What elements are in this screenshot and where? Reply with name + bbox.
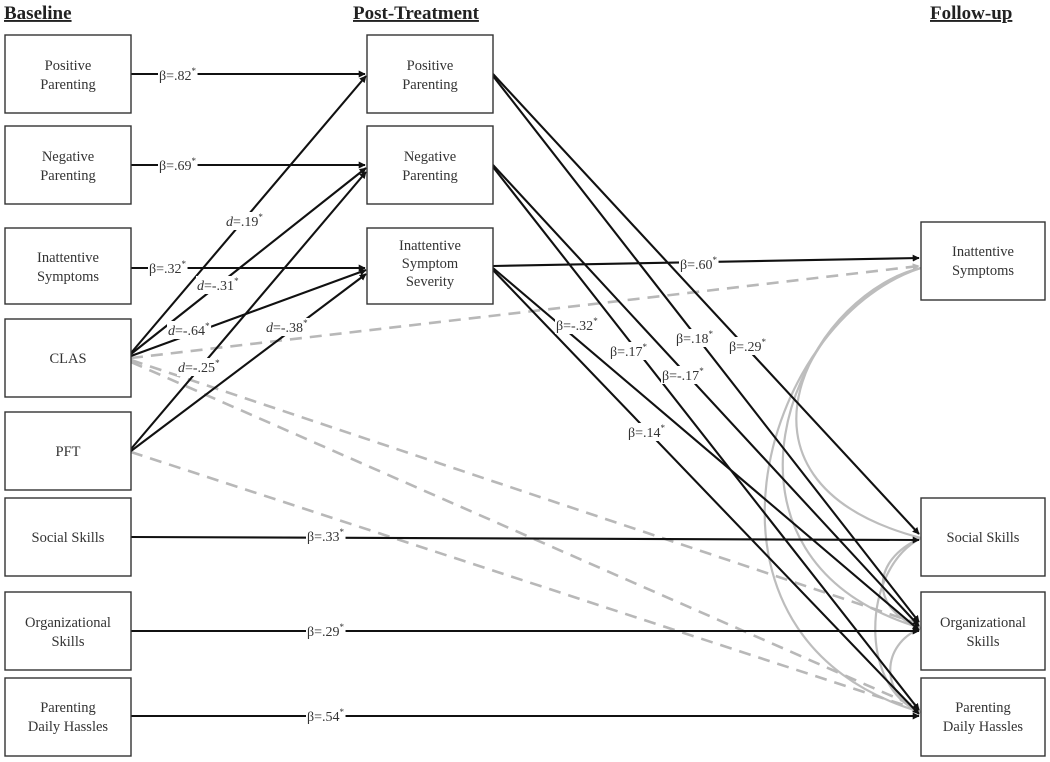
followup-social-skills-box: Social Skills (920, 497, 1046, 577)
label-background (196, 276, 241, 294)
label-background (306, 622, 346, 640)
post-to-followup-paths (492, 73, 920, 715)
label-background (306, 707, 346, 725)
label-background (158, 156, 198, 174)
label-d-25: d=-.25* (178, 358, 220, 376)
label-d-31: d=-.31* (197, 276, 239, 294)
label-beta-org: β=.29* (307, 622, 345, 640)
label-background (148, 259, 188, 277)
label-background (675, 329, 715, 347)
header-follow-up: Follow-up (930, 3, 1012, 24)
label-beta-29b: β=.29* (729, 337, 767, 355)
path-coefficient-labels: β=.82* β=.69* β=.32* d=.19* d=-.31* d=-.… (148, 66, 768, 725)
baseline-pft-box: PFT (4, 411, 132, 491)
label-background (661, 366, 706, 384)
label-background (167, 321, 212, 339)
header-post-treatment: Post-Treatment (353, 3, 480, 24)
label-background (627, 423, 667, 441)
label-beta-m32: β=-.32* (556, 316, 598, 334)
label-d-38: d=-.38* (266, 318, 308, 336)
svg-text:Social Skills: Social Skills (947, 530, 1020, 546)
baseline-clas-box: CLAS (4, 318, 132, 398)
label-beta-negative: β=.69* (159, 156, 197, 174)
label-background (265, 318, 310, 336)
header-baseline: Baseline (4, 3, 72, 24)
label-beta-17a: β=.17* (610, 342, 648, 360)
label-background (679, 255, 719, 273)
label-background (158, 66, 198, 84)
label-beta-m17: β=-.17* (662, 366, 704, 384)
label-background (555, 316, 600, 334)
label-beta-14: β=.14* (628, 423, 666, 441)
baseline-social-skills-box: Social Skills (4, 497, 132, 577)
svg-text:Social Skills: Social Skills (32, 530, 105, 546)
svg-text:PFT: PFT (56, 444, 81, 460)
label-background (609, 342, 649, 360)
label-beta-social: β=.33* (307, 527, 345, 545)
label-d-19: d=.19* (226, 212, 263, 230)
stability-paths (130, 535, 920, 720)
label-beta-18: β=.18* (676, 329, 714, 347)
label-beta-60: β=.60* (680, 255, 718, 273)
label-background (728, 337, 768, 355)
label-background (177, 358, 222, 376)
label-beta-hassles: β=.54* (307, 707, 345, 725)
label-beta-inattentive: β=.32* (149, 259, 187, 277)
label-beta-positive: β=.82* (159, 66, 197, 84)
label-background (306, 527, 346, 545)
svg-text:CLAS: CLAS (49, 351, 86, 367)
nonsignificant-paths (130, 263, 920, 712)
label-d-64: d=-.64* (168, 321, 210, 339)
covariance-arcs (763, 266, 922, 714)
label-background (225, 212, 265, 230)
